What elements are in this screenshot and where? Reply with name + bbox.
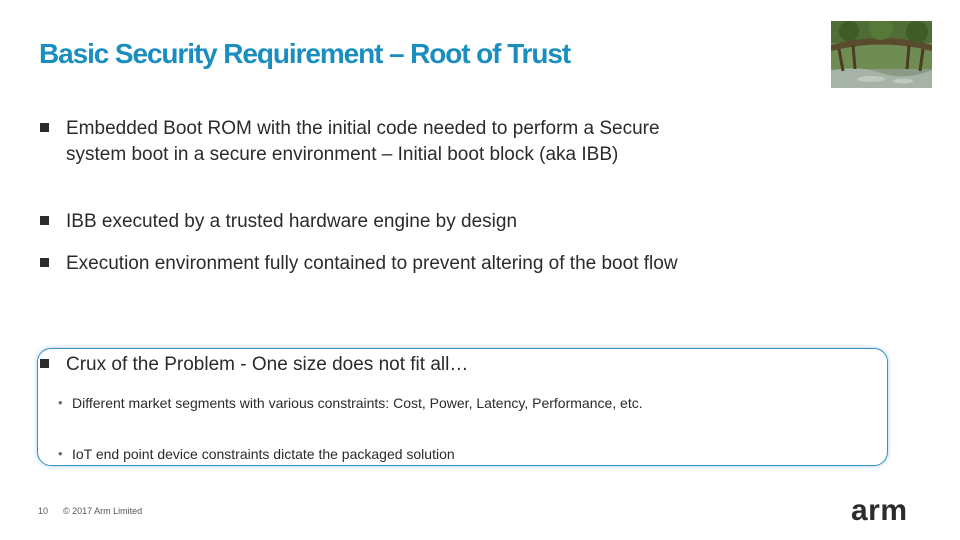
bullet-item: IBB executed by a trusted hardware engin… xyxy=(40,209,720,235)
arm-logo: arm xyxy=(851,494,908,527)
sub-bullet-item: • Different market segments with various… xyxy=(58,393,728,413)
bullet-text: IBB executed by a trusted hardware engin… xyxy=(66,211,518,232)
sub-bullet-text: Different market segments with various c… xyxy=(72,395,643,411)
bullet-text: Embedded Boot ROM with the initial code … xyxy=(66,118,660,165)
sub-bullet-item: • IoT end point device constraints dicta… xyxy=(58,444,728,464)
copyright-text: © 2017 Arm Limited xyxy=(63,506,143,516)
bullet-item: Crux of the Problem - One size does not … xyxy=(40,352,720,378)
square-bullet-icon xyxy=(40,258,49,267)
sub-bullet-text: IoT end point device constraints dictate… xyxy=(72,446,455,462)
square-bullet-icon xyxy=(40,216,49,225)
square-bullet-icon xyxy=(40,123,49,132)
square-bullet-icon xyxy=(40,359,49,368)
bullet-text: Crux of the Problem - One size does not … xyxy=(66,354,469,375)
dot-bullet-icon: • xyxy=(58,395,63,410)
header-photo xyxy=(831,21,932,88)
slide-title: Basic Security Requirement – Root of Tru… xyxy=(39,38,571,69)
bullet-text: Execution environment fully contained to… xyxy=(66,253,678,274)
highlight-box xyxy=(37,348,888,466)
bullet-item: Embedded Boot ROM with the initial code … xyxy=(40,116,720,168)
bullet-item: Execution environment fully contained to… xyxy=(40,251,720,277)
dot-bullet-icon: • xyxy=(58,446,63,461)
page-number: 10 xyxy=(38,506,49,516)
